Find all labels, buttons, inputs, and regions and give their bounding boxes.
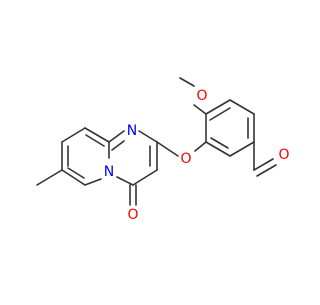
bond — [108, 130, 125, 143]
bond — [132, 169, 158, 186]
bond — [205, 99, 231, 115]
bond — [205, 141, 231, 157]
bond — [61, 127, 86, 143]
molecule-diagram: O O O O N N — [36, 77, 290, 223]
methoxy-oxygen-label: O — [196, 88, 207, 104]
bond — [138, 130, 158, 143]
keto-oxygen-label: O — [127, 207, 138, 223]
aldehyde-bond — [256, 164, 277, 177]
bond — [229, 141, 255, 157]
ring-nitrogen-label: N — [127, 123, 137, 139]
methyl-bond — [179, 77, 195, 87]
aldehyde-oxygen-label: O — [278, 147, 289, 163]
double-bond-inner — [210, 137, 229, 149]
bond — [84, 178, 102, 186]
double-bond-inner — [209, 107, 231, 121]
structure-canvas: O O O O N N — [36, 77, 290, 223]
bond-lines — [36, 77, 277, 206]
methyl-bond — [36, 169, 63, 186]
double-bond-inner — [85, 134, 105, 147]
double-bond-inner — [67, 167, 85, 179]
ether-oxygen-label: O — [180, 151, 191, 167]
bond — [84, 127, 110, 143]
double-bond-inner — [111, 140, 125, 151]
bond — [229, 99, 255, 115]
bond — [194, 141, 207, 152]
aldehyde-bond — [253, 158, 274, 171]
bond — [193, 104, 207, 115]
bridgehead-nitrogen-label: N — [104, 164, 114, 180]
bond — [116, 176, 134, 186]
bond — [156, 141, 179, 157]
bond — [61, 169, 86, 186]
